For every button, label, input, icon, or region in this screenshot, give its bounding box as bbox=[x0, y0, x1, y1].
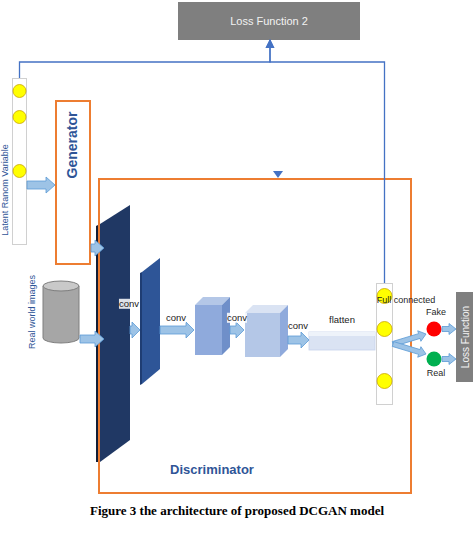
flow-arrow bbox=[392, 342, 426, 358]
layer-arrow bbox=[160, 322, 194, 338]
flow-arrow bbox=[20, 40, 271, 78]
conv-layer bbox=[100, 205, 130, 462]
layer-label: conv bbox=[288, 321, 308, 331]
node-label: Loss Function bbox=[459, 306, 470, 368]
flow-arrow bbox=[91, 240, 104, 256]
flatten-layer-top bbox=[309, 332, 375, 336]
node-shape bbox=[13, 79, 26, 244]
flow-arrow bbox=[270, 40, 385, 283]
cylinder-top bbox=[43, 281, 79, 291]
neuron-circle bbox=[377, 322, 392, 337]
node-shape bbox=[426, 351, 442, 367]
generator-box: Generator bbox=[55, 100, 91, 265]
layer-label: conv bbox=[119, 299, 139, 309]
node-label: Loss Function 2 bbox=[230, 15, 308, 27]
conv-layer-edge bbox=[140, 272, 142, 385]
latent-column: Latent Ranom Variable bbox=[12, 78, 27, 245]
conv-layer bbox=[245, 313, 280, 357]
flow-arrow bbox=[392, 331, 426, 347]
neuron-circle bbox=[13, 85, 26, 98]
output-circle bbox=[427, 322, 442, 337]
neuron-circle bbox=[377, 374, 392, 389]
node-label: Discriminator bbox=[170, 463, 254, 477]
database-cylinder: Real world images bbox=[42, 280, 80, 345]
node-shape bbox=[426, 321, 442, 337]
node-label: Latent Ranom Variable bbox=[1, 144, 11, 235]
flow-arrow bbox=[442, 354, 456, 365]
figure-caption: Figure 3 the architecture of proposed DC… bbox=[90, 503, 384, 519]
conv-layer-side bbox=[222, 297, 230, 355]
layer-arrow bbox=[130, 322, 140, 338]
node-label: Real bbox=[427, 369, 446, 379]
node-label: Real world images bbox=[28, 275, 38, 349]
layer-label: conv bbox=[166, 313, 186, 323]
layer-arrow bbox=[288, 332, 309, 348]
conv-layer bbox=[195, 305, 222, 355]
conv-layer-side bbox=[280, 305, 288, 357]
layer-label: conv bbox=[227, 313, 247, 323]
layer-label: flatten bbox=[329, 315, 355, 325]
cylinder-body bbox=[43, 286, 79, 343]
layer-arrow bbox=[230, 322, 244, 338]
flow-arrow bbox=[442, 324, 456, 335]
output-circle bbox=[427, 352, 442, 367]
flow-arrow bbox=[27, 177, 55, 193]
node-label: Full connected bbox=[377, 296, 436, 306]
flatten-layer bbox=[309, 332, 375, 350]
conv-layer bbox=[142, 258, 160, 384]
node-label: Fake bbox=[426, 308, 446, 318]
output-dot: Real bbox=[426, 351, 442, 367]
arrow-head bbox=[273, 171, 283, 178]
dense-column: Full connected bbox=[376, 283, 393, 405]
node-label: Generator bbox=[65, 112, 80, 179]
loss-box: Loss Function 2 bbox=[178, 2, 360, 40]
neuron-circle bbox=[13, 111, 26, 124]
node-shape bbox=[42, 280, 80, 345]
flow-arrow bbox=[80, 331, 104, 347]
neuron-circle bbox=[13, 165, 26, 178]
loss-box: Loss Function bbox=[456, 292, 473, 382]
discriminator-box: Full connectedDiscriminator bbox=[98, 178, 412, 494]
output-dot: Fake bbox=[426, 321, 442, 337]
